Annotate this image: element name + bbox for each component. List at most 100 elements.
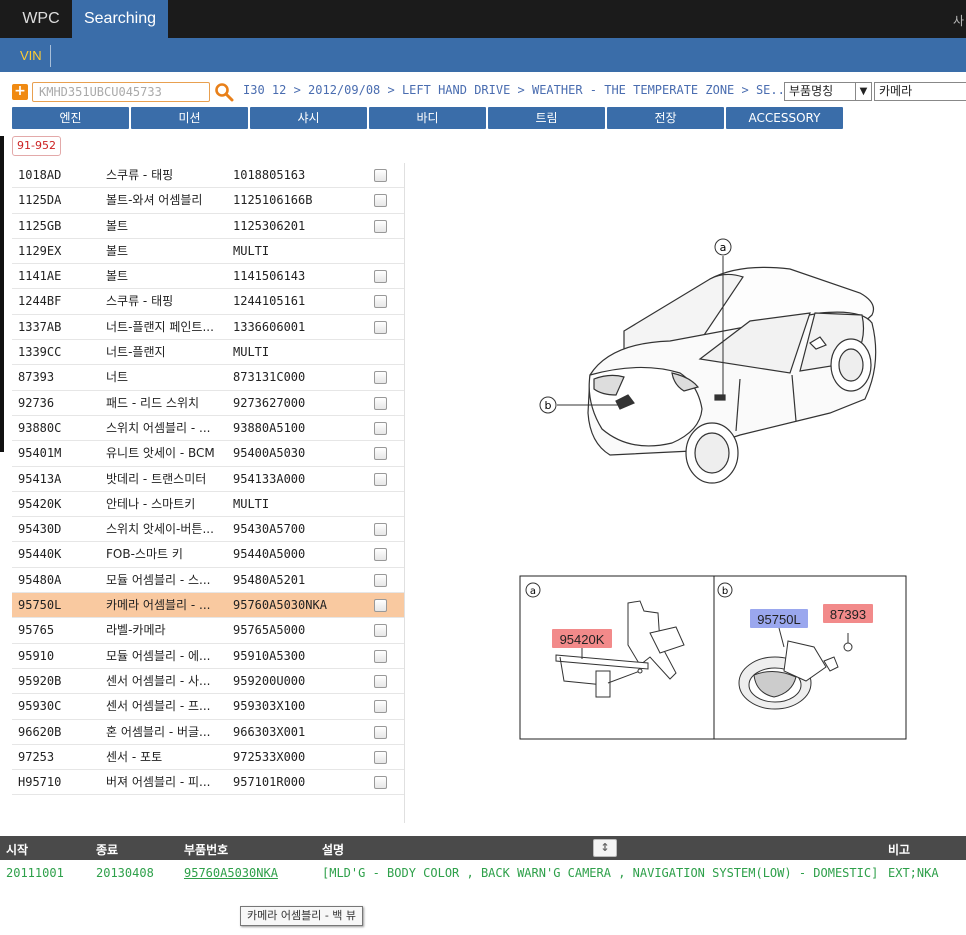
part-name: 센서 어셈블리 - 프... (106, 699, 211, 714)
row-checkbox[interactable] (374, 396, 387, 410)
part-name: 유니트 앗세이 - BCM (106, 446, 215, 461)
part-code: 95930C (18, 699, 62, 714)
search-icon[interactable] (214, 82, 234, 102)
col-part-number: 부품번호 (184, 843, 229, 857)
part-name: 밧데리 - 트랜스미터 (106, 471, 207, 486)
tab-searching[interactable]: Searching (72, 0, 168, 38)
sort-icon[interactable]: ↕ (593, 839, 617, 857)
detail-row[interactable]: 20111001 20130408 95760A5030NKA [MLD'G -… (0, 862, 966, 884)
row-checkbox[interactable] (374, 700, 387, 714)
part-code: 97253 (18, 749, 55, 764)
part-number: 9273627000 (233, 395, 306, 410)
row-checkbox[interactable] (374, 750, 387, 764)
row-checkbox[interactable] (374, 624, 387, 638)
row-checkbox[interactable] (374, 169, 387, 182)
row-checkbox[interactable] (374, 573, 387, 587)
part-name: 카메라 어셈블리 - ... (106, 598, 211, 613)
keyword-input[interactable]: 카메라 (874, 82, 966, 101)
row-checkbox[interactable] (374, 270, 387, 284)
row-checkbox[interactable] (374, 472, 387, 486)
tab-transmission[interactable]: 미션 (131, 107, 248, 129)
detail-description: [MLD'G - BODY COLOR , BACK WARN'G CAMERA… (322, 866, 879, 880)
vin-tab[interactable]: VIN (12, 45, 51, 67)
tab-electrical[interactable]: 전장 (607, 107, 724, 129)
part-code: 96620B (18, 724, 62, 739)
part-name: 패드 - 리드 스위치 (106, 395, 200, 410)
tab-chassis[interactable]: 샤시 (250, 107, 367, 129)
row-checkbox[interactable] (374, 725, 387, 739)
tab-engine[interactable]: 엔진 (12, 107, 129, 129)
tab-body[interactable]: 바디 (369, 107, 486, 129)
row-checkbox[interactable] (374, 194, 387, 208)
part-code: 1339CC (18, 345, 62, 360)
part-code: 95920B (18, 673, 62, 688)
add-button[interactable]: + (12, 84, 28, 100)
side-panel-handle[interactable] (0, 136, 4, 452)
part-code: 1125DA (18, 193, 62, 208)
tab-accessory[interactable]: ACCESSORY (726, 107, 843, 129)
row-checkbox[interactable] (374, 421, 387, 435)
row-checkbox[interactable] (374, 548, 387, 562)
group-tag[interactable]: 91-952 (12, 136, 61, 156)
row-checkbox[interactable] (374, 776, 387, 790)
user-menu[interactable]: 사 (952, 14, 964, 28)
detail-part-number-link[interactable]: 95760A5030NKA (184, 866, 278, 880)
part-code: 1125GB (18, 218, 62, 233)
brand-tab[interactable]: WPC (22, 10, 60, 27)
row-checkbox[interactable] (374, 599, 387, 613)
row-checkbox[interactable] (374, 447, 387, 461)
row-checkbox[interactable] (374, 523, 387, 537)
tab-trim[interactable]: 트림 (488, 107, 605, 129)
callout-a-label[interactable]: a (720, 241, 727, 254)
row-checkbox[interactable] (374, 320, 387, 334)
row-checkbox[interactable] (374, 219, 387, 233)
part-number: 1125306201 (233, 218, 306, 233)
breadcrumb[interactable]: I30 12 > 2012/09/08 > LEFT HAND DRIVE > … (243, 83, 793, 97)
col-description: 설명 (322, 843, 345, 857)
vin-input[interactable]: KMHD351UBCU045733 (32, 82, 210, 102)
part-number: 954133A000 (233, 471, 306, 486)
part-code: 87393 (18, 370, 55, 385)
part-select-value: 부품명칭 (789, 84, 834, 98)
label-95420k[interactable]: 95420K (560, 632, 605, 647)
label-95750l[interactable]: 95750L (757, 612, 800, 627)
row-checkbox[interactable] (374, 674, 387, 688)
row-checkbox[interactable] (374, 649, 387, 663)
part-name: 센서 어셈블리 - 사... (106, 673, 211, 688)
label-87393[interactable]: 87393 (830, 607, 866, 622)
part-code: 95420K (18, 496, 62, 511)
callout-b-label[interactable]: b (545, 399, 552, 412)
part-number: 1125106166B (233, 193, 313, 208)
part-name-select[interactable]: 부품명칭 ▼ (784, 82, 872, 101)
part-name: 스위치 앗세이-버튼... (106, 522, 214, 537)
row-checkbox[interactable] (374, 295, 387, 309)
row-checkbox[interactable] (374, 371, 387, 385)
part-name: 스쿠류 - 태핑 (106, 294, 174, 309)
part-name: FOB-스마트 키 (106, 547, 183, 562)
